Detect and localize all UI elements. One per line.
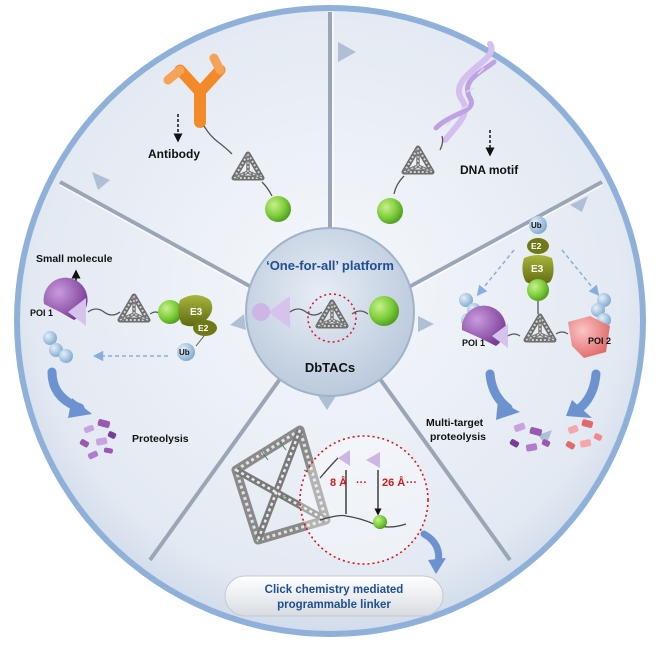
proteolysis-label: Proteolysis bbox=[132, 433, 189, 445]
poi1-label-right: POI 1 bbox=[462, 338, 485, 348]
small-molecule-label: Small molecule bbox=[36, 253, 113, 265]
small-molecule-sector: Small molecule POI 1 E3 E2 Ub Proteo bbox=[30, 253, 217, 460]
ligand-sphere-icon bbox=[527, 279, 549, 301]
zoom-circle bbox=[299, 435, 429, 565]
e3-ligase-icon bbox=[522, 255, 554, 285]
ub-label-right: Ub bbox=[531, 221, 542, 230]
distance-26-label: 26 Å bbox=[382, 476, 405, 489]
ligand-purple-icon bbox=[268, 296, 290, 328]
platform-title: ‘One-for-all’ platform bbox=[266, 258, 394, 273]
e3-label: E3 bbox=[190, 307, 203, 318]
antibody-icon bbox=[163, 53, 226, 128]
dna-helix-icon bbox=[433, 41, 497, 143]
poi2-protein-icon bbox=[568, 316, 610, 358]
protein-fragments-icon bbox=[79, 418, 117, 460]
protein-fragments-pink-icon bbox=[565, 419, 603, 450]
e2-label: E2 bbox=[198, 323, 209, 333]
e2-enzyme-icon bbox=[193, 320, 217, 336]
antibody-sector: Antibody bbox=[148, 53, 291, 222]
e3-label-right: E3 bbox=[531, 264, 544, 275]
antibody-label: Antibody bbox=[148, 147, 200, 161]
ligand-sphere-icon bbox=[373, 515, 387, 529]
multi-target-label: Multi-target bbox=[426, 417, 484, 429]
linker-caption-box bbox=[224, 575, 444, 617]
ligand-sphere-icon bbox=[265, 196, 291, 222]
ub-label: Ub bbox=[179, 348, 190, 357]
ubiquitin-icon bbox=[177, 343, 195, 361]
linker-sector: 8 Å ··· 26 Å ··· Click chemistry mediate… bbox=[224, 425, 446, 617]
protein-fragments-icon bbox=[509, 422, 551, 452]
dna-tetrahedron-large-icon bbox=[231, 425, 331, 545]
e2-enzyme-icon bbox=[527, 238, 549, 254]
dna-motif-label: DNA motif bbox=[460, 163, 519, 177]
proteolysis-label-right: proteolysis bbox=[430, 431, 486, 443]
poi2-label: POI 2 bbox=[588, 336, 611, 346]
ligand-sphere-icon bbox=[377, 198, 403, 224]
ligand-sphere-icon bbox=[369, 296, 399, 326]
distance-dots-1: ··· bbox=[356, 477, 367, 489]
linker-caption-line1: Click chemistry mediated bbox=[265, 584, 404, 596]
dna-motif-sector: DNA motif bbox=[377, 41, 519, 224]
sector-pointers bbox=[92, 42, 588, 446]
center-platform: ‘One-for-all’ platform DbTACs bbox=[245, 227, 415, 397]
highlight-circle bbox=[307, 293, 357, 343]
e3-ligase-icon bbox=[178, 295, 213, 327]
degradation-arrow-icon bbox=[575, 369, 601, 413]
distance-8-label: 8 Å bbox=[330, 476, 347, 489]
ubiquitin-icon bbox=[529, 216, 547, 234]
e2-label-right: E2 bbox=[531, 241, 542, 251]
distance-dots-2: ··· bbox=[406, 477, 417, 489]
linker-caption-line2: programmable linker bbox=[277, 599, 391, 611]
poi1-label: POI 1 bbox=[30, 308, 53, 318]
multi-target-sector: Ub E2 E3 POI 1 POI 2 bbox=[426, 216, 611, 452]
ligand-sphere-icon bbox=[158, 300, 182, 324]
dbtacs-label: DbTACs bbox=[305, 360, 355, 375]
sector-dividers bbox=[59, 12, 603, 562]
